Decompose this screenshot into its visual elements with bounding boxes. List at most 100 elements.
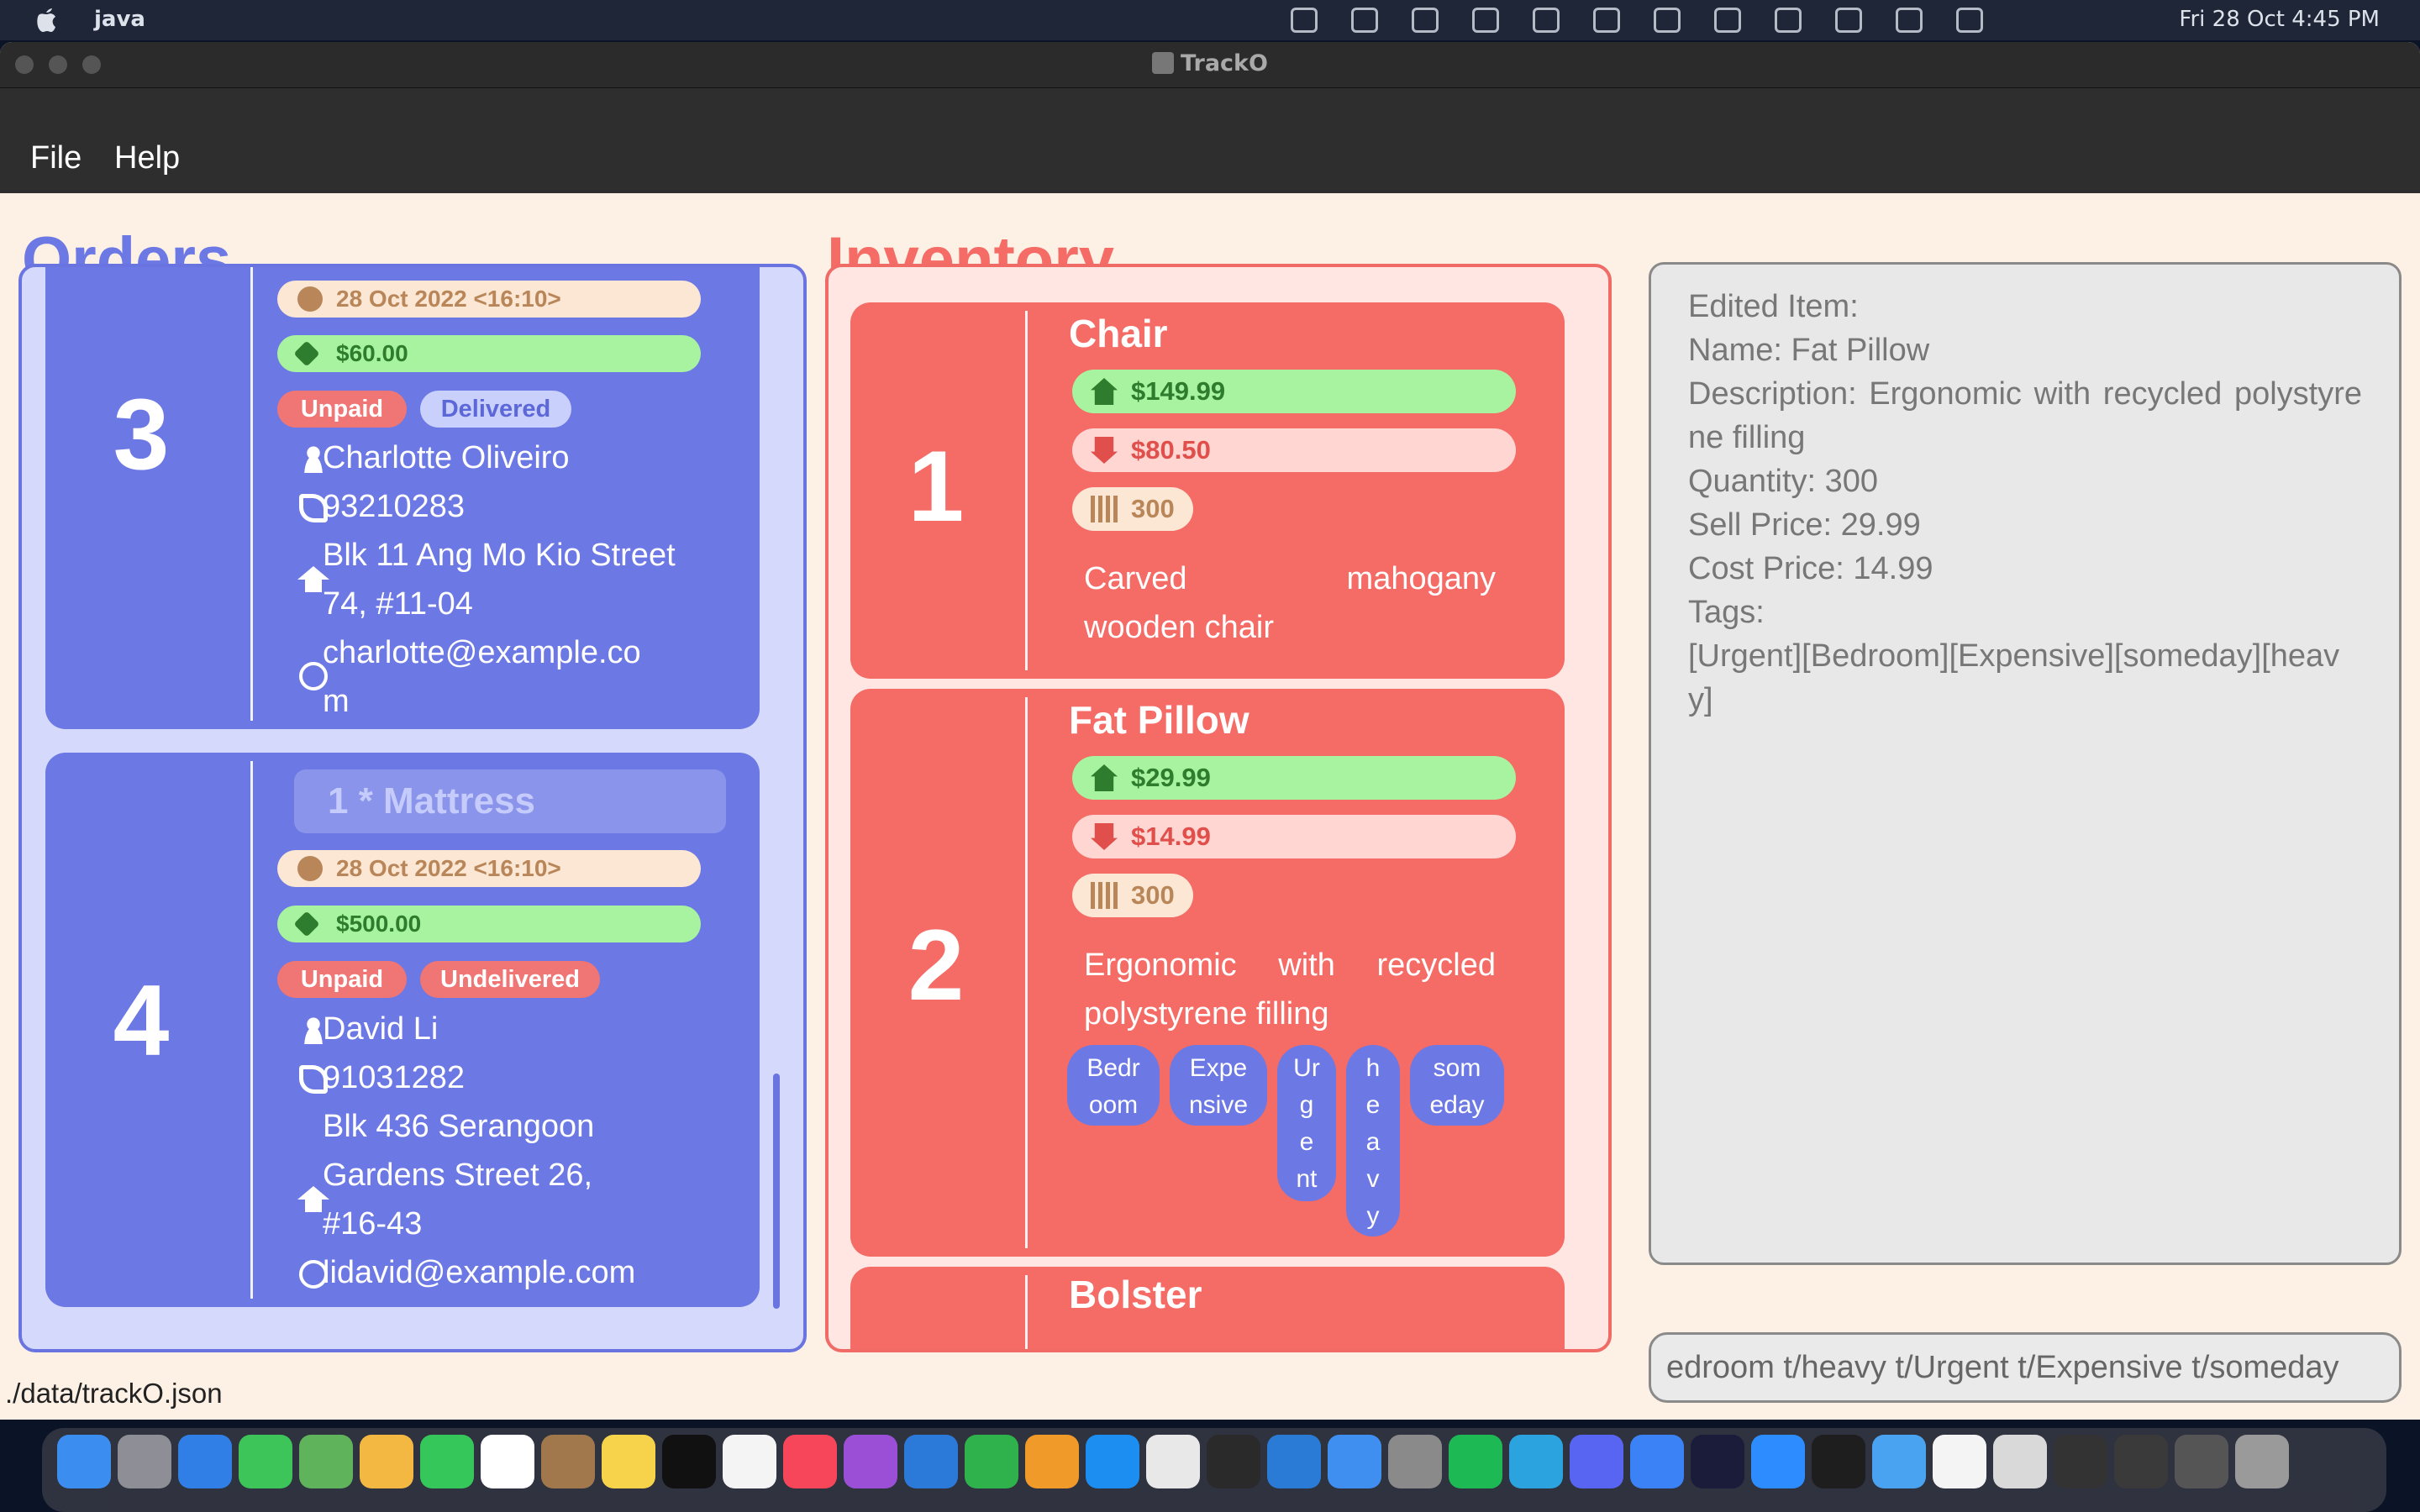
tag-text: e (1299, 1128, 1314, 1156)
inventory-list[interactable]: 1 Chair $149.99 $80.50 300 Carved mahoga… (825, 264, 1612, 1352)
finder-icon[interactable] (57, 1435, 111, 1488)
command-input[interactable]: edroom t/heavy t/Urgent t/Expensive t/so… (1649, 1332, 2402, 1403)
help-menu[interactable]: Help (114, 140, 181, 176)
cost-price-text: $14.99 (1131, 822, 1211, 851)
launchpad-icon[interactable] (118, 1435, 171, 1488)
tv-icon[interactable] (662, 1435, 716, 1488)
wifi-icon[interactable] (1835, 8, 1862, 33)
status-icon[interactable] (1533, 8, 1560, 33)
app-store-icon[interactable] (1086, 1435, 1139, 1488)
orders-scrollbar[interactable] (773, 1074, 780, 1309)
menubar-clock[interactable]: Fri 28 Oct 4:45 PM (2179, 7, 2380, 32)
unity-icon[interactable] (1207, 1435, 1260, 1488)
order-card[interactable]: 3 28 Oct 2022 <16:10> $60.00 Unpaid Deli… (45, 267, 760, 729)
description-line: wooden chair (1084, 610, 1275, 645)
window-thumbnail-icon[interactable] (2054, 1435, 2107, 1488)
delivery-status-badge: Undelivered (420, 961, 600, 998)
zoom-window-button[interactable] (82, 55, 101, 74)
app-window: TrackO File Help Orders Inventory 3 28 O… (0, 42, 2420, 1420)
chrome-icon[interactable] (1146, 1435, 1200, 1488)
macos-dock (42, 1428, 2386, 1512)
podcasts-icon[interactable] (844, 1435, 897, 1488)
textedit-icon[interactable] (1933, 1435, 1986, 1488)
control-center-icon[interactable] (1956, 8, 1983, 33)
window-title: TrackO (0, 50, 2420, 76)
vscode-icon[interactable] (1267, 1435, 1321, 1488)
window-title-text: TrackO (1181, 50, 1268, 76)
description-line: polystyrene filling (1084, 996, 1329, 1032)
status-icon[interactable] (1412, 8, 1439, 33)
trash-icon[interactable] (2235, 1435, 2289, 1488)
discord-icon[interactable] (1570, 1435, 1623, 1488)
customer-address-line: 74, #11-04 (323, 586, 473, 622)
maps-pin-icon[interactable] (1630, 1435, 1684, 1488)
order-price-text: $60.00 (336, 340, 408, 366)
tag-text: nt (1296, 1165, 1318, 1193)
order-index: 3 (113, 378, 170, 491)
mail-icon[interactable] (1328, 1435, 1381, 1488)
sell-price-icon (1091, 764, 1118, 791)
intellij-icon[interactable] (1691, 1435, 1744, 1488)
terminal-icon[interactable] (1812, 1435, 1865, 1488)
notes-icon[interactable] (602, 1435, 655, 1488)
contacts-icon[interactable] (541, 1435, 595, 1488)
status-icon[interactable] (1714, 8, 1741, 33)
close-window-button[interactable] (15, 55, 34, 74)
inventory-scrollbar[interactable] (1541, 307, 1548, 622)
pages-icon[interactable] (1025, 1435, 1079, 1488)
mail-icon (299, 1260, 328, 1289)
zoom-icon[interactable] (1751, 1435, 1805, 1488)
active-app-name[interactable]: java (94, 7, 145, 32)
inventory-card[interactable]: Bolster (850, 1267, 1565, 1349)
app-menubar: File Help (0, 88, 2420, 193)
description-line: Carved mahogany (1084, 561, 1496, 596)
maps-icon[interactable] (299, 1435, 353, 1488)
telegram-icon[interactable] (1509, 1435, 1563, 1488)
photos-icon[interactable] (360, 1435, 413, 1488)
customer-address-line: Gardens Street 26, (323, 1158, 593, 1193)
file-menu[interactable]: File (30, 140, 82, 176)
safari-icon[interactable] (178, 1435, 232, 1488)
item-name: Chair (1069, 312, 1168, 355)
result-line: Tags: (1688, 595, 1765, 630)
document-icon[interactable] (1993, 1435, 2047, 1488)
facetime-icon[interactable] (420, 1435, 474, 1488)
tag-text: a (1365, 1128, 1381, 1156)
system-settings-icon[interactable] (1388, 1435, 1442, 1488)
keynote-icon[interactable] (904, 1435, 958, 1488)
minimize-window-button[interactable] (49, 55, 67, 74)
window-thumbnail-icon[interactable] (2175, 1435, 2228, 1488)
orders-list[interactable]: 3 28 Oct 2022 <16:10> $60.00 Unpaid Deli… (18, 264, 807, 1352)
status-icon[interactable] (1291, 8, 1318, 33)
status-icon[interactable] (1351, 8, 1378, 33)
order-card[interactable]: 4 1 * Mattress 28 Oct 2022 <16:10> $500.… (45, 753, 760, 1307)
order-date-text: 28 Oct 2022 <16:10> (336, 286, 561, 312)
messages-icon[interactable] (239, 1435, 292, 1488)
home-icon (297, 1186, 329, 1215)
quantity-icon (1091, 882, 1118, 909)
numbers-icon[interactable] (965, 1435, 1018, 1488)
calendar-icon[interactable] (481, 1435, 534, 1488)
result-line: Cost Price: 14.99 (1688, 551, 1933, 586)
status-icon[interactable] (1472, 8, 1499, 33)
inventory-card[interactable]: 2 Fat Pillow $29.99 $14.99 300 Ergonomic… (850, 689, 1565, 1257)
mail-icon (299, 662, 328, 690)
reminders-icon[interactable] (723, 1435, 776, 1488)
status-icon[interactable] (1593, 8, 1620, 33)
search-icon[interactable] (1896, 8, 1923, 33)
item-index: 1 (908, 430, 965, 543)
result-display: Edited Item: Name: Fat Pillow Descriptio… (1649, 262, 2402, 1265)
quantity-text: 300 (1131, 880, 1175, 910)
spotify-icon[interactable] (1449, 1435, 1502, 1488)
inventory-card[interactable]: 1 Chair $149.99 $80.50 300 Carved mahoga… (850, 302, 1565, 679)
folder-icon[interactable] (1872, 1435, 1926, 1488)
customer-name: Charlotte Oliveiro (323, 440, 570, 475)
status-icon[interactable] (1654, 8, 1681, 33)
clock-icon (297, 856, 323, 881)
window-thumbnail-icon[interactable] (2114, 1435, 2168, 1488)
music-icon[interactable] (783, 1435, 837, 1488)
battery-icon[interactable] (1775, 8, 1802, 33)
apple-icon[interactable] (34, 5, 59, 34)
